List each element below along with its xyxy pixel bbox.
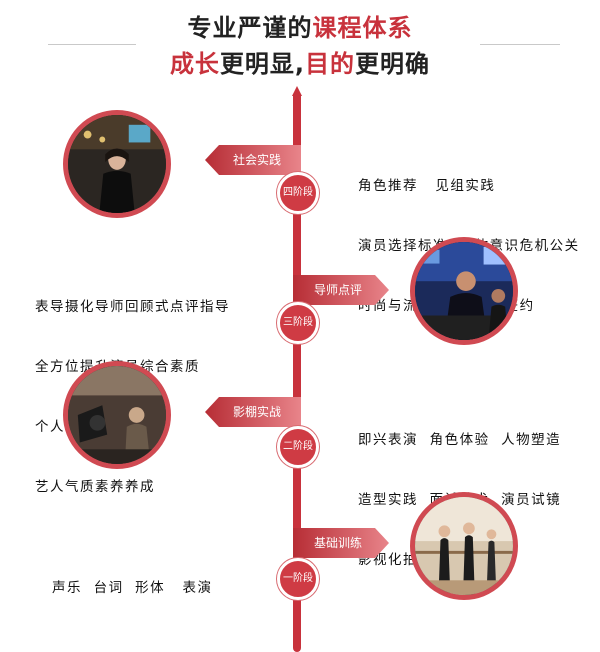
- stage2-badge-label: 二阶段: [283, 441, 313, 452]
- headline-text-b: 课程体系: [312, 14, 413, 42]
- stage3-banner: 导师点评: [293, 275, 389, 305]
- stage3-line: 表导摄化导师回顾式点评指导: [35, 299, 230, 315]
- headline-text-f: 更明确: [355, 50, 431, 78]
- headline-line-1: 专业严谨的课程体系: [0, 8, 600, 43]
- headline-text-d: 更明显,: [219, 50, 306, 78]
- stage4-photo: [63, 110, 171, 218]
- stage1-banner-label: 基础训练: [313, 536, 362, 550]
- stage4-line: 角色推荐 见组实践: [358, 178, 496, 194]
- timeline-spine: [293, 92, 301, 652]
- stage3-banner-label: 导师点评: [313, 283, 362, 297]
- stage4-banner: 社会实践: [205, 145, 301, 175]
- stage1-badge-label: 一阶段: [283, 573, 313, 584]
- stage1-badge: 一阶段: [277, 558, 319, 600]
- stage3-badge: 三阶段: [277, 302, 319, 344]
- stage1-line: 声乐 台词 形体 表演: [52, 580, 213, 596]
- stage4-badge-label: 四阶段: [283, 187, 313, 198]
- divider-left: [48, 44, 136, 45]
- stage1-photo: [410, 492, 518, 600]
- stage4-badge: 四阶段: [277, 172, 319, 214]
- stage2-banner-label: 影棚实战: [232, 405, 281, 419]
- headline-text-c: 成长: [169, 50, 220, 78]
- headline-text-e: 目的: [305, 50, 356, 78]
- stage2-photo: [63, 361, 171, 469]
- stage1-banner: 基础训练: [293, 528, 389, 558]
- stage3-line: 艺人气质素养养成: [35, 479, 155, 495]
- stage3-photo: [410, 237, 518, 345]
- headline-text-a: 专业严谨的: [187, 14, 313, 42]
- divider-right: [480, 44, 560, 45]
- stage1-description: 声乐 台词 形体 表演: [52, 538, 213, 618]
- stage2-line: 即兴表演 角色体验 人物塑造: [358, 432, 562, 448]
- timeline-arrow-tip: [292, 86, 302, 96]
- stage3-badge-label: 三阶段: [283, 317, 313, 328]
- stage4-banner-label: 社会实践: [232, 153, 281, 167]
- stage2-badge: 二阶段: [277, 426, 319, 468]
- stage2-banner: 影棚实战: [205, 397, 301, 427]
- headline-line-2: 成长更明显,目的更明确: [0, 44, 600, 79]
